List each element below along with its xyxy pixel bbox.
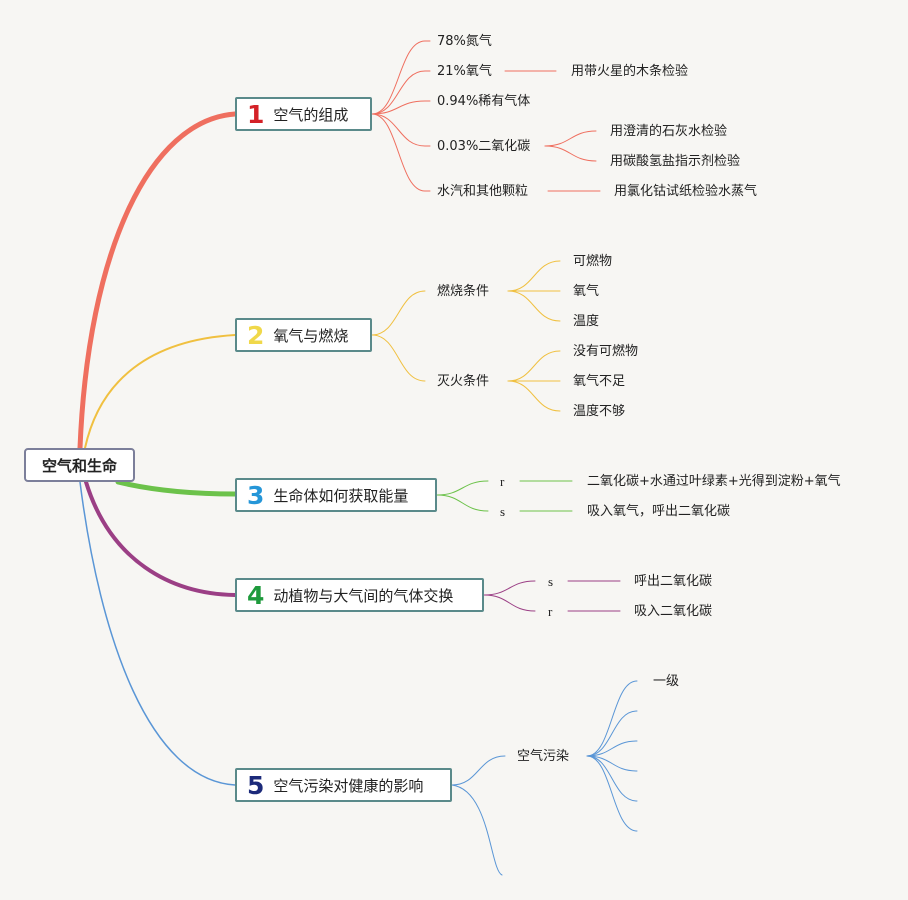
b1-link-4 [371,113,426,147]
main-branch-2-line [84,334,236,449]
number-1-icon: 1 [247,99,265,129]
b1-item-4-child-1-line [544,130,597,147]
b3-link-2 [436,494,489,512]
b2-item-1-child-3-line [507,290,561,322]
b5-item-1-child-1-line [586,680,638,757]
branch-4-title: 动植物与大气间的气体交换 [273,586,454,605]
b5-item-1-child-5-line [586,755,638,802]
b1-item-3[interactable]: 0.94%稀有气体 [437,94,531,109]
b3-item-2-child-1[interactable]: 吸入氧气，呼出二氧化碳 [587,504,731,519]
b5-item-1-child-4-line [586,755,638,772]
b1-link-2 [371,70,426,115]
b1-link-1 [371,40,426,115]
b2-item-2-child-3-line [507,380,561,412]
b1-item-4-child-2[interactable]: 用碳酸氢盐指示剂检验 [610,154,741,169]
b1-link-5 [371,113,426,192]
b1-item-4[interactable]: 0.03%二氧化碳 [437,139,531,154]
branch-2-topic[interactable]: 2 氧气与燃烧 [235,318,372,352]
b1-item-5-child-1[interactable]: 用氯化钴试纸检验水蒸气 [614,184,758,199]
branch-5-topic[interactable]: 5 空气污染对健康的影响 [235,768,452,802]
main-branch-1-line [77,111,238,451]
b1-link-3 [371,100,426,115]
main-branch-3-line [115,479,238,497]
b2-item-1-child-3[interactable]: 温度 [573,314,600,329]
number-5-icon: 5 [247,770,265,800]
b4-link-1 [483,580,536,596]
main-branch-4-line [84,480,237,597]
b3-item-1[interactable]: r [500,474,505,489]
b2-item-2-child-3[interactable]: 温度不够 [573,404,626,419]
b1-item-2-child-1[interactable]: 用带火星的木条检验 [571,64,689,79]
b2-link-1 [371,290,426,336]
b2-item-1-child-2[interactable]: 氧气 [573,284,600,299]
b5-item-1[interactable]: 空气污染 [517,749,570,764]
b2-item-2[interactable]: 灭火条件 [437,374,490,389]
b1-item-5[interactable]: 水汽和其他颗粒 [437,184,529,199]
branch-1-title: 空气的组成 [273,105,349,124]
b4-item-1[interactable]: s [548,574,554,589]
b5-item-1-child-3-line [586,740,638,757]
branch-5-title: 空气污染对健康的影响 [273,776,424,795]
main-branch-5-line [79,481,236,786]
b2-item-1-child-1[interactable]: 可燃物 [573,254,613,269]
number-4-icon: 4 [247,580,265,610]
b3-item-1-child-1[interactable]: 二氧化碳+水通过叶绿素+光得到淀粉+氧气 [587,474,841,489]
number-2-icon: 2 [247,320,265,350]
b1-item-1[interactable]: 78%氮气 [437,34,492,49]
b5-item-1-child-1[interactable]: 一级 [653,674,680,689]
b5-item-1-child-2-line [586,710,638,757]
b2-item-2-child-2[interactable]: 氧气不足 [573,374,626,389]
b3-link-1 [436,480,489,496]
number-3-icon: 3 [247,480,265,510]
b1-item-4-child-1[interactable]: 用澄清的石灰水检验 [610,124,728,139]
b2-item-1[interactable]: 燃烧条件 [437,284,490,299]
b5-link-2 [451,784,503,876]
b2-item-2-child-1[interactable]: 没有可燃物 [573,344,639,359]
b1-item-2[interactable]: 21%氧气 [437,64,492,79]
branch-2-title: 氧气与燃烧 [273,326,349,345]
branch-1-topic[interactable]: 1 空气的组成 [235,97,372,131]
root-node[interactable]: 空气和生命 [24,448,135,482]
b4-item-1-child-1[interactable]: 呼出二氧化碳 [634,574,713,589]
b4-item-2-child-1[interactable]: 吸入二氧化碳 [634,604,713,619]
b4-link-2 [483,594,536,612]
b4-item-2[interactable]: r [548,604,553,619]
b2-item-1-child-1-line [507,260,561,292]
b3-item-2[interactable]: s [500,504,506,519]
b2-item-2-child-1-line [507,350,561,382]
b1-item-4-child-2-line [544,145,597,162]
b2-link-2 [371,334,426,382]
b5-item-1-child-6-line [586,755,638,832]
branch-3-topic[interactable]: 3 生命体如何获取能量 [235,478,437,512]
branch-4-topic[interactable]: 4 动植物与大气间的气体交换 [235,578,484,612]
b5-link-1 [451,755,506,786]
branch-3-title: 生命体如何获取能量 [273,486,409,505]
